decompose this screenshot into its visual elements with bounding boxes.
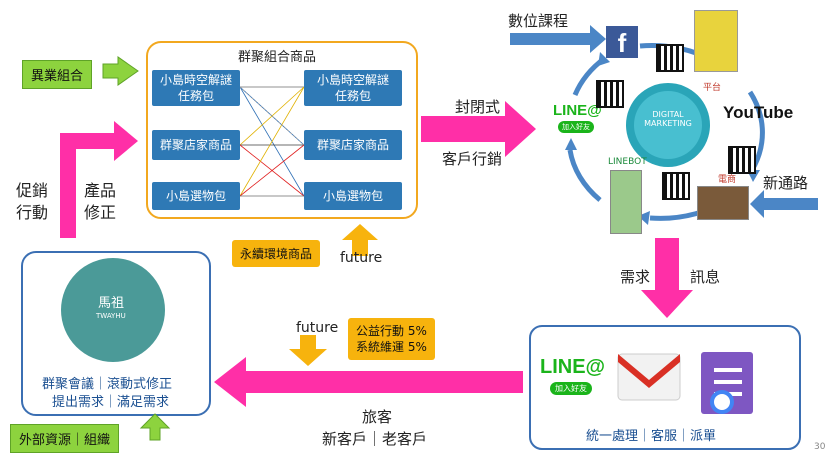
linebot-label: LINEBOT — [608, 157, 647, 167]
customer-marketing-label: 客戶行銷 — [442, 150, 503, 168]
shop-screenshot — [697, 186, 749, 220]
qr-code — [656, 44, 684, 72]
line-logo-bottom: LINE@ — [540, 356, 606, 378]
youtube-logo: YouTube — [723, 103, 794, 122]
facebook-icon: f — [606, 26, 638, 58]
blue-arrow-new-channel — [750, 190, 818, 218]
digital-marketing-text: DIGITAL MARKETING — [644, 110, 692, 128]
page-number: 30 — [814, 442, 826, 452]
message-label: 訊息 — [690, 268, 721, 286]
qr-code — [596, 80, 624, 108]
gmail-icon — [617, 353, 681, 401]
qr-code — [662, 172, 690, 200]
left-item-puzzle-pack: 小島時空解謎任務包 — [152, 70, 240, 106]
pink-arrow-tourist — [214, 357, 523, 407]
right-item-puzzle-pack: 小島時空解謎任務包 — [304, 70, 402, 106]
platform-label: 平台 — [703, 83, 722, 93]
right-item-store-goods: 群聚店家商品 — [304, 130, 402, 160]
future-label-top: future — [340, 250, 383, 266]
line-add-friend-top: 加入好友 — [558, 121, 594, 133]
service-summary: 統一處理｜客服｜派單 — [586, 429, 717, 444]
connection-lines — [239, 86, 305, 197]
org-logo-text: 馬祖 — [98, 296, 125, 311]
future-label-bottom: future — [296, 320, 339, 336]
yellow-arrow-down — [289, 335, 327, 366]
cross-industry-label: 異業組合 — [22, 60, 93, 89]
external-resources-label: 外部資源｜組織 — [10, 424, 120, 453]
pink-arrow-demand — [641, 238, 693, 318]
platform-screenshot — [694, 10, 738, 72]
line-add-friend-bottom: 加入好友 — [550, 382, 592, 395]
yellow-arrow-up — [342, 224, 378, 256]
pink-arrow-promo — [60, 121, 138, 238]
org-logo-subtext: TWAYHU — [96, 312, 126, 320]
product-fix-label-line1: 產品 — [84, 181, 117, 200]
blue-arrow-digital-course — [510, 25, 606, 53]
promo-label-line1: 促銷 — [16, 181, 49, 200]
right-item-select-pack: 小島選物包 — [304, 182, 402, 210]
product-group-title: 群聚組合商品 — [238, 50, 317, 65]
closed-type-label: 封閉式 — [455, 98, 501, 116]
org-box — [21, 251, 211, 416]
pink-arrow-closed-marketing — [421, 101, 536, 157]
shop-label: 電商 — [718, 175, 737, 185]
left-item-select-pack: 小島選物包 — [152, 182, 240, 210]
left-item-store-goods: 群聚店家商品 — [152, 130, 240, 160]
qr-code — [728, 146, 756, 174]
sustainable-goods-label: 永續環境商品 — [232, 240, 321, 267]
google-forms-icon — [701, 352, 753, 414]
product-fix-label-line2: 修正 — [84, 203, 117, 222]
new-channel-label: 新通路 — [763, 174, 809, 192]
promo-label-line2: 行動 — [16, 203, 49, 222]
customers-label: 新客戶｜老客戶 — [322, 430, 428, 448]
org-line2: 提出需求｜滿足需求 — [52, 395, 170, 410]
tourist-label: 旅客 — [362, 408, 393, 426]
linebot-screenshot — [610, 170, 642, 234]
line-logo-top: LINE@ — [553, 102, 602, 119]
org-logo — [61, 258, 165, 362]
digital-course-label: 數位課程 — [508, 12, 569, 30]
org-line1: 群聚會議｜滾動式修正 — [42, 377, 173, 392]
demand-label: 需求 — [620, 268, 651, 286]
green-arrow-cross-industry — [102, 56, 139, 86]
product-group-box — [146, 41, 418, 219]
allocation-label: 公益行動 5% 系統維運 5% — [348, 318, 435, 361]
service-box — [529, 325, 801, 450]
green-arrow-external — [139, 413, 171, 441]
